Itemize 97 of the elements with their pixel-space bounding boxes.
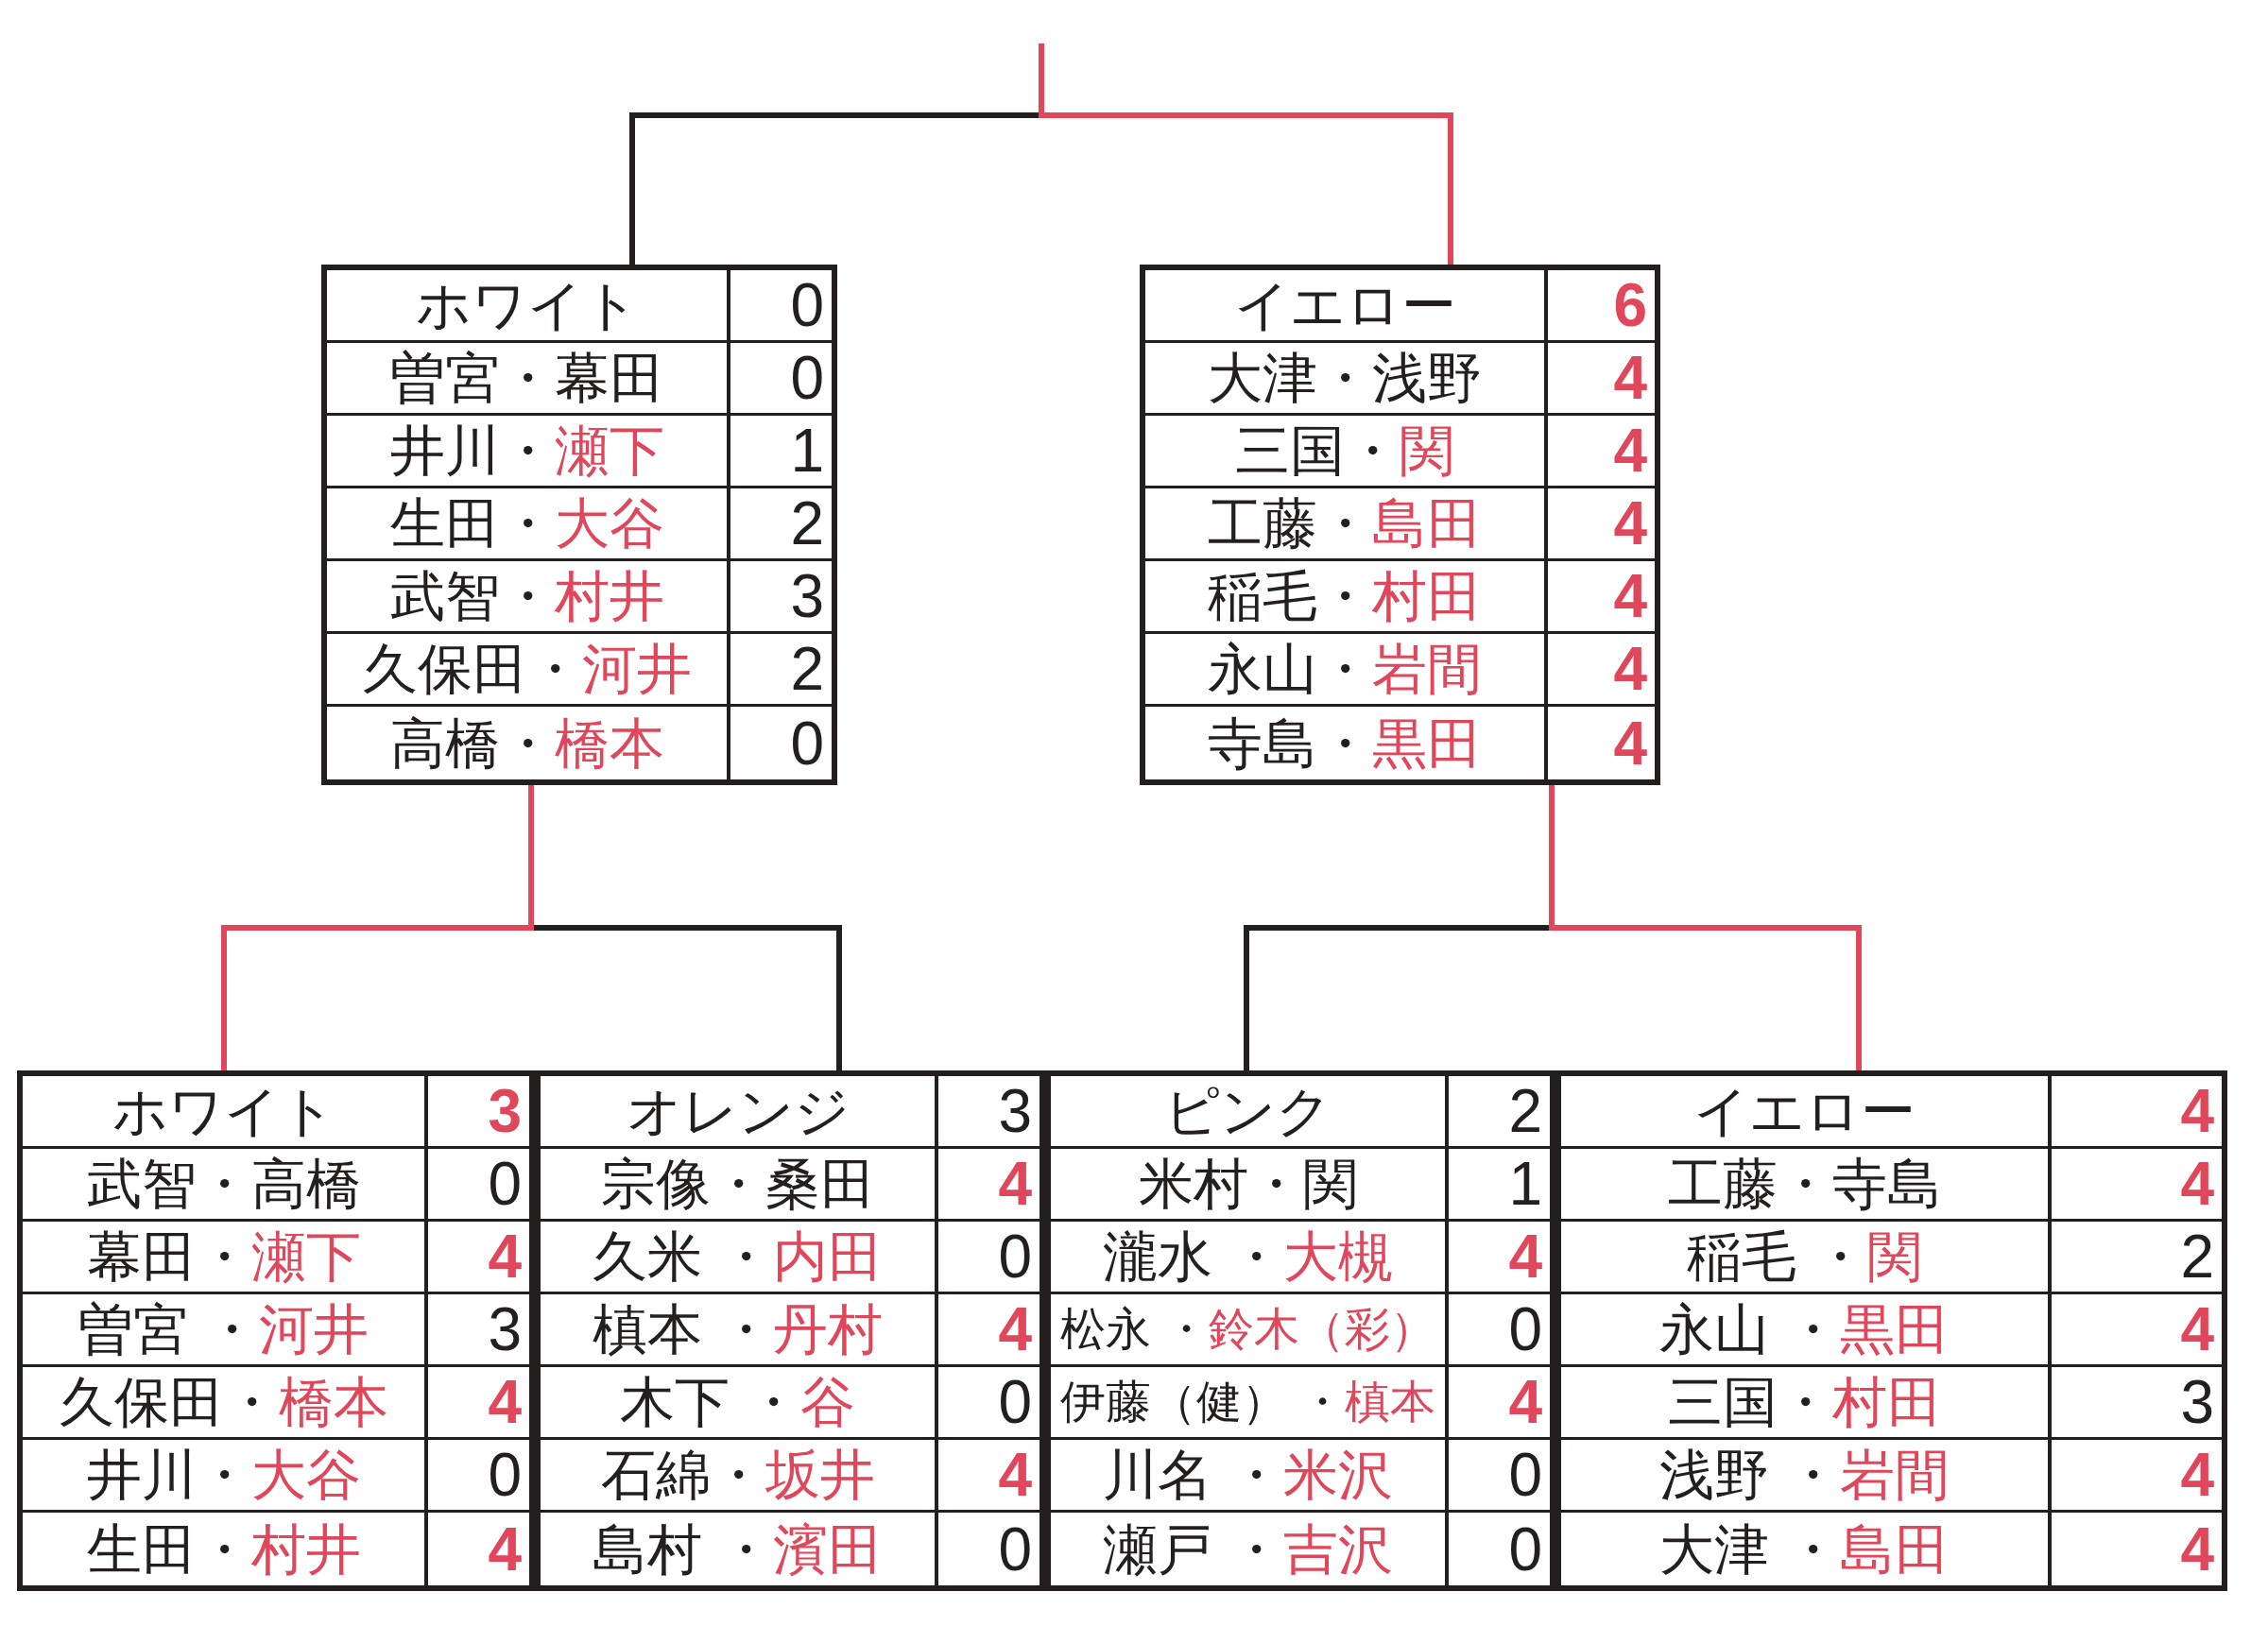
team-name: オレンジ <box>626 1084 850 1138</box>
player-pair: 久保田・橋本 <box>59 1375 388 1429</box>
game-score: 0 <box>998 1372 1032 1432</box>
bracket-line <box>1044 112 1453 265</box>
player-pair: 大津・浅野 <box>1208 351 1482 405</box>
game-score: 2 <box>790 493 824 554</box>
game-score: 4 <box>1613 493 1647 554</box>
team-name: イエロー <box>1233 278 1456 333</box>
player-pair: 永山・岩間 <box>1208 642 1482 696</box>
player-pair: 幕田・瀬下 <box>86 1229 361 1284</box>
player-pair: 伊藤（健） ・槙本 <box>1059 1379 1436 1425</box>
game-score: 0 <box>790 348 824 408</box>
team-name: ホワイト <box>415 278 639 333</box>
bracket-line <box>534 925 842 1070</box>
game-score: 0 <box>488 1154 522 1214</box>
player-pair: 米村・関 <box>1138 1156 1358 1211</box>
player-pair: 三国・村田 <box>1667 1375 1942 1429</box>
game-score: 0 <box>1508 1299 1542 1360</box>
game-score: 4 <box>998 1445 1032 1505</box>
team-score: 3 <box>488 1081 522 1141</box>
game-score: 4 <box>2180 1154 2214 1214</box>
player-pair: 川名 ・米沢 <box>1103 1447 1393 1502</box>
game-score: 3 <box>2180 1372 2214 1432</box>
game-score: 4 <box>998 1154 1032 1214</box>
score-table <box>321 265 837 785</box>
game-score: 4 <box>488 1226 522 1287</box>
game-score: 0 <box>790 712 824 774</box>
game-score: 0 <box>998 1226 1032 1287</box>
bracket-line <box>1555 925 1862 1070</box>
player-pair: 島村 ・濱田 <box>593 1521 883 1577</box>
player-pair: 工藤・島田 <box>1208 496 1482 551</box>
player-pair: 大津 ・島田 <box>1659 1521 1950 1577</box>
game-score: 4 <box>2180 1445 2214 1505</box>
game-score: 4 <box>2180 1299 2214 1360</box>
game-score: 4 <box>1508 1226 1542 1287</box>
game-score: 4 <box>1613 712 1647 774</box>
player-pair: 寺島・黒田 <box>1208 715 1482 771</box>
player-pair: 生田・大谷 <box>389 496 664 551</box>
team-name: イエロー <box>1693 1084 1916 1138</box>
game-score: 3 <box>488 1299 522 1360</box>
game-score: 4 <box>1613 639 1647 699</box>
game-score: 4 <box>998 1299 1032 1360</box>
player-pair: 井川・瀬下 <box>389 423 664 478</box>
player-pair: 三国・関 <box>1235 423 1454 478</box>
bracket-line <box>528 785 534 931</box>
player-pair: 浅野 ・岩間 <box>1659 1447 1950 1502</box>
player-pair: 武智・村井 <box>389 569 664 624</box>
game-score: 4 <box>1613 348 1647 408</box>
player-pair: 曽宮・幕田 <box>389 351 664 405</box>
player-pair: 高橋・橋本 <box>389 715 664 771</box>
player-pair: 宗像・桑田 <box>600 1156 875 1211</box>
player-pair: 稲毛・村田 <box>1208 569 1482 624</box>
game-score: 4 <box>488 1372 522 1432</box>
bracket-line <box>221 925 528 1070</box>
player-pair: 松永 ・鈴木（彩） <box>1059 1307 1436 1352</box>
bracket-line <box>629 112 1039 265</box>
team-score: 0 <box>790 275 824 335</box>
game-score: 0 <box>488 1445 522 1505</box>
game-score: 0 <box>1508 1445 1542 1505</box>
player-pair: 木下 ・谷 <box>620 1375 855 1429</box>
player-pair: 石綿・坂井 <box>600 1447 875 1502</box>
team-name: ピンク <box>1164 1084 1332 1138</box>
game-score: 4 <box>2180 1518 2214 1580</box>
team-name: ホワイト <box>112 1084 335 1138</box>
score-table <box>17 1070 535 1591</box>
player-pair: 久保田・河井 <box>362 642 692 696</box>
player-pair: 工藤・寺島 <box>1667 1156 1942 1211</box>
game-score: 1 <box>1508 1154 1542 1214</box>
player-pair: 稲毛 ・関 <box>1687 1229 1922 1284</box>
team-score: 3 <box>998 1081 1032 1141</box>
game-score: 0 <box>1508 1518 1542 1580</box>
player-pair: 瀧水 ・大槻 <box>1103 1229 1393 1284</box>
game-score: 2 <box>790 639 824 699</box>
bracket-line <box>1039 43 1044 118</box>
player-pair: 瀬戸 ・吉沢 <box>1103 1521 1393 1577</box>
game-score: 0 <box>998 1518 1032 1580</box>
player-pair: 井川・大谷 <box>86 1447 361 1502</box>
bracket-line <box>1549 785 1555 931</box>
game-score: 4 <box>1613 566 1647 626</box>
game-score: 1 <box>790 420 824 481</box>
score-table <box>1140 265 1660 785</box>
player-pair: 久米 ・内田 <box>593 1229 883 1284</box>
player-pair: 武智・高橋 <box>86 1156 361 1211</box>
player-pair: 永山 ・黒田 <box>1659 1302 1950 1357</box>
player-pair: 生田・村井 <box>86 1521 361 1577</box>
game-score: 2 <box>2180 1226 2214 1287</box>
game-score: 3 <box>790 566 824 626</box>
team-score: 6 <box>1613 275 1647 335</box>
team-score: 4 <box>2180 1081 2214 1141</box>
score-table <box>1555 1070 2227 1591</box>
player-pair: 槙本 ・丹村 <box>593 1302 883 1357</box>
bracket-line <box>1244 925 1549 1070</box>
team-score: 2 <box>1508 1081 1542 1141</box>
player-pair: 曽宮 ・河井 <box>78 1302 369 1357</box>
game-score: 4 <box>488 1518 522 1580</box>
game-score: 4 <box>1613 420 1647 481</box>
game-score: 4 <box>1508 1372 1542 1432</box>
